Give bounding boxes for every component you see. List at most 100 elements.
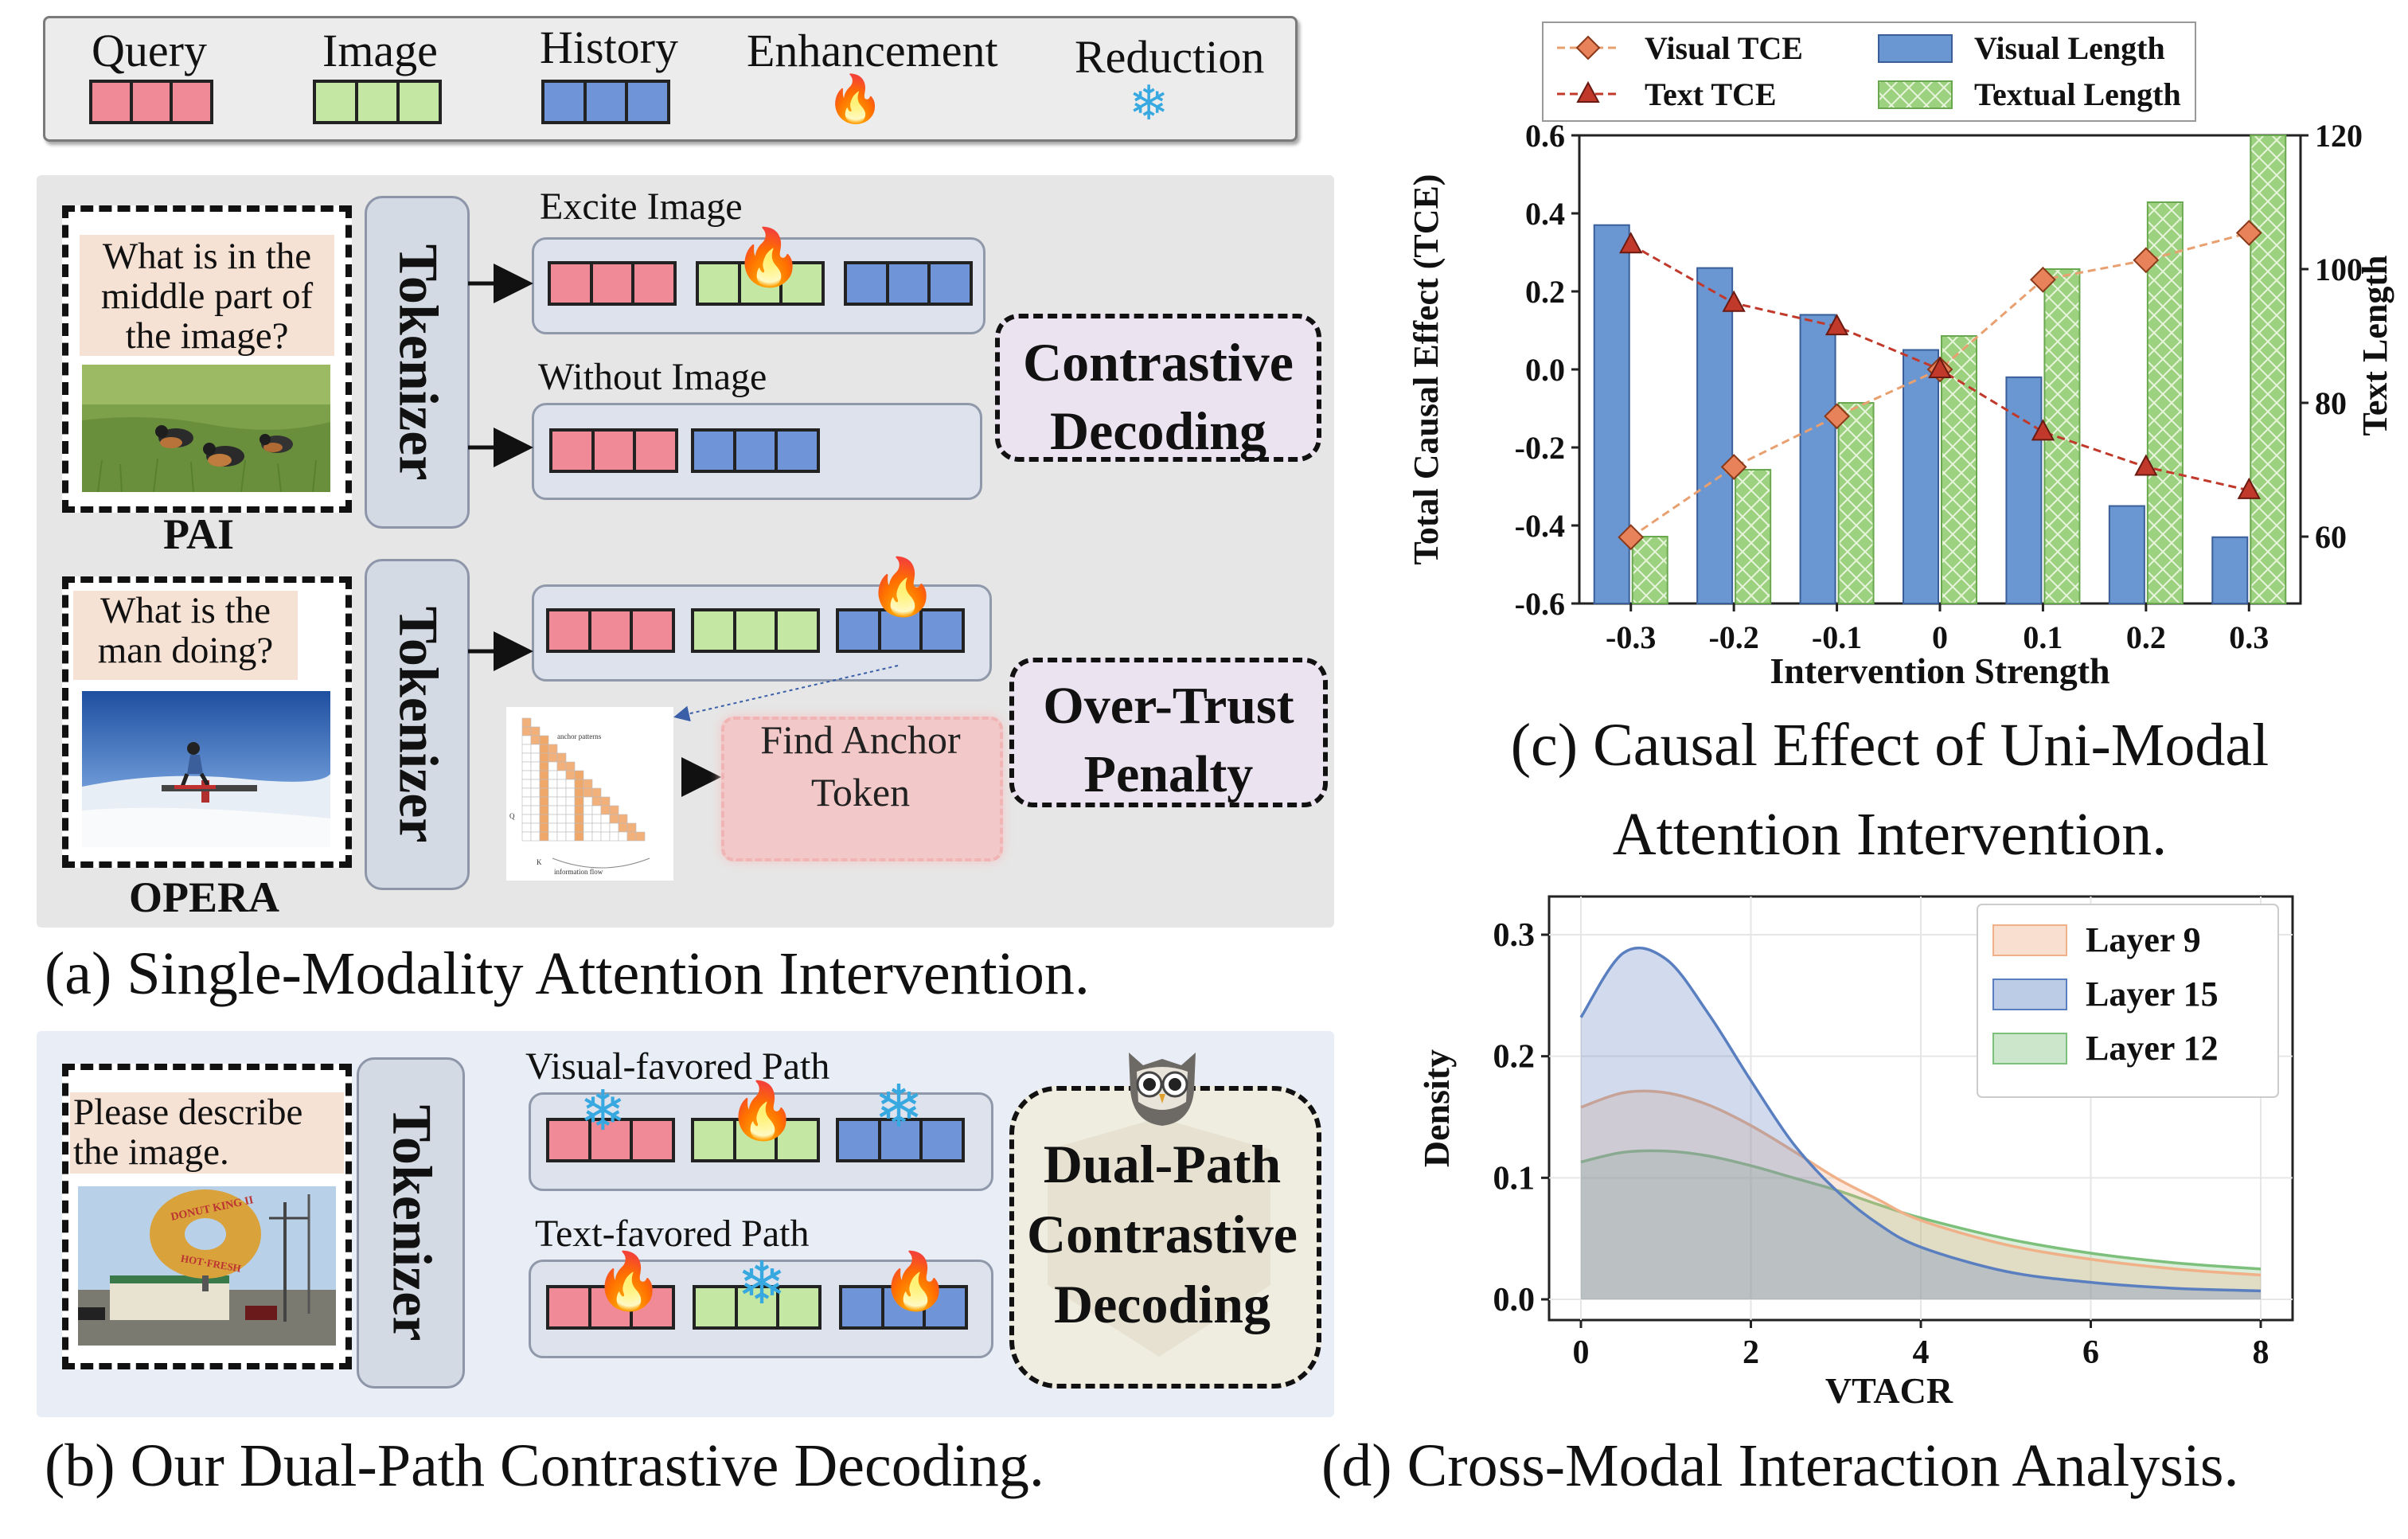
visual-length-bar [2211, 536, 2249, 605]
image-token-group [691, 1118, 820, 1162]
attention-cell [609, 822, 619, 833]
history-token [926, 1288, 966, 1326]
image-token [696, 1288, 738, 1326]
legend-visual-tce-marker [1575, 35, 1601, 61]
attention-cell [521, 787, 532, 798]
query-token [551, 264, 593, 303]
x-tick-label: 2 [1743, 1334, 1759, 1371]
y-tick-label: 0.6 [1525, 118, 1565, 154]
image-token [778, 1121, 818, 1159]
query-token [92, 83, 133, 121]
x-tick-label: -0.2 [1708, 619, 1758, 655]
history-token [842, 1288, 884, 1326]
y2-tick-label: 120 [2315, 118, 2363, 154]
attention-cell [521, 726, 532, 736]
attention-cell [600, 831, 611, 842]
image-token [736, 611, 779, 650]
legend-image-label: Image [322, 25, 438, 76]
attention-cell [565, 770, 576, 780]
image-token [694, 1121, 736, 1159]
x-tick-label: 0 [1932, 619, 1948, 655]
history-token-group [839, 1285, 968, 1330]
y-tick-label: 0.2 [1493, 1039, 1536, 1076]
caption-b: (b) Our Dual-Path Contrastive Decoding. [45, 1432, 1044, 1499]
panel-b-question: Please describe the image. [70, 1092, 344, 1174]
x-tick-label: -0.3 [1606, 619, 1656, 655]
attention-cell [565, 814, 576, 824]
attention-cell [583, 779, 593, 789]
attention-cell [530, 814, 541, 824]
snowflake-icon: ❄ [580, 1081, 626, 1143]
query-token-group [546, 608, 675, 653]
attention-cell [539, 735, 549, 745]
dual-path-label: Dual-Path Contrastive Decoding [1027, 1134, 1298, 1334]
attention-cell [583, 796, 593, 807]
attention-cell [609, 831, 619, 842]
visual-length-bar [2108, 505, 2145, 604]
attention-cell [548, 752, 558, 763]
legend-entry-label: Textual Length [1974, 76, 2181, 112]
image-token-group [313, 80, 442, 124]
attention-cell [548, 822, 558, 833]
snowflake-icon: ❄ [737, 1252, 787, 1317]
attention-cell [600, 814, 611, 824]
attention-cell [583, 805, 593, 815]
attention-cell [548, 779, 558, 789]
attention-cell [530, 805, 541, 815]
snowflake-icon: ❄ [1129, 77, 1169, 130]
text-tce-point [2237, 477, 2261, 499]
density-line-layer-15 [1579, 946, 2262, 1293]
image-token [699, 264, 741, 303]
y-tick-label: 0.4 [1525, 196, 1565, 232]
attention-cell [574, 805, 584, 815]
attention-cell [548, 744, 558, 754]
pai-tokenizer: Tokenizer [365, 196, 470, 529]
query-token [633, 1288, 673, 1326]
density-area-layer-15 [1581, 947, 2261, 1299]
attention-cell [548, 805, 558, 815]
x-axis-label: VTACR [1825, 1370, 1953, 1411]
attention-cell [556, 822, 567, 833]
history-token [931, 264, 970, 303]
density-area-layer-12 [1581, 1150, 2261, 1299]
opera-tokenizer: Tokenizer [365, 559, 470, 890]
query-token [633, 1121, 673, 1159]
query-token [591, 611, 634, 650]
visual-length-bar [1902, 349, 1939, 604]
caption-d: (d) Cross-Modal Interaction Analysis. [1321, 1432, 2239, 1499]
attention-cell [539, 744, 549, 754]
y2-tick-label: 100 [2315, 252, 2363, 287]
over-trust-penalty-box: Over-Trust Penalty [1009, 658, 1328, 807]
owl-icon [1129, 1053, 1196, 1126]
y-tick-label: -0.2 [1515, 430, 1565, 466]
text-tce-point [2134, 454, 2158, 476]
query-token-group [548, 261, 677, 306]
textual-length-bar [1631, 536, 1668, 604]
y2-axis-label: Text Length [2355, 256, 2394, 436]
pai-question: What is in the middle part of the image? [80, 235, 334, 356]
attention-cell [548, 761, 558, 771]
x-tick-label: 6 [2082, 1334, 2099, 1371]
anchor-patterns-label: anchor patterns [557, 732, 602, 740]
text-tce-point [1825, 314, 1849, 336]
attention-cell [574, 814, 584, 824]
information-flow-arc [552, 857, 650, 869]
visual-tce-point [1618, 524, 1645, 551]
y-tick-label: -0.6 [1515, 586, 1565, 622]
query-token-group [549, 428, 678, 473]
history-token [586, 83, 629, 121]
pai-bird-image [82, 365, 330, 492]
fire-icon: 🔥 [868, 557, 938, 619]
text-tce-point [2031, 419, 2055, 441]
history-token [694, 432, 736, 470]
y-tick-label: -0.4 [1515, 508, 1565, 544]
history-token [880, 1121, 923, 1159]
attention-cell [556, 787, 567, 798]
attention-cell [556, 805, 567, 815]
text-path-label: Text-favored Path [535, 1213, 810, 1255]
image-token [316, 83, 358, 121]
history-token-group [844, 261, 973, 306]
density-line-layer-9 [1580, 1089, 2262, 1277]
textual-length-bar [1735, 469, 1772, 604]
history-token [736, 432, 779, 470]
